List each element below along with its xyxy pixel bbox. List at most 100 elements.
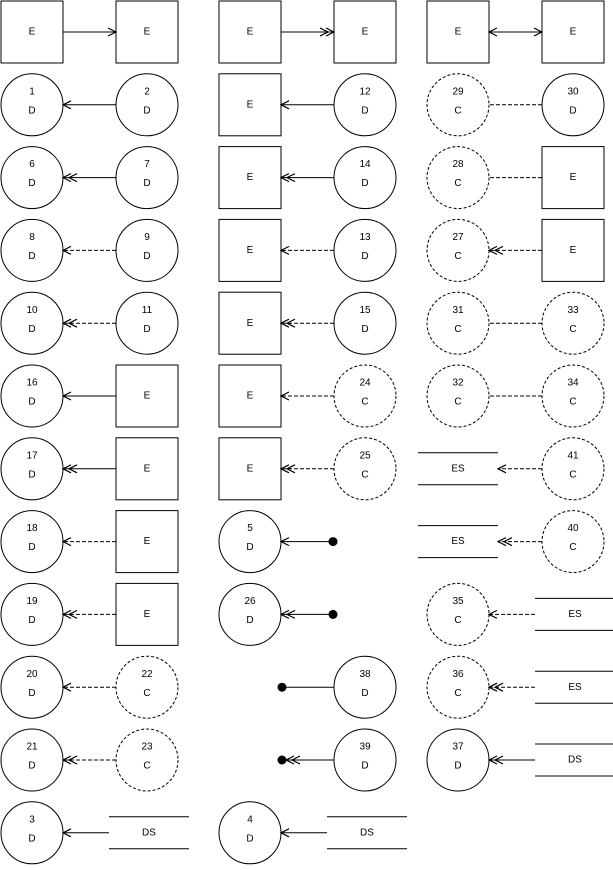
node-number: 24 (359, 378, 371, 389)
data-label: D (246, 833, 253, 844)
node-number: 29 (452, 86, 464, 97)
data-store-label: DS (142, 827, 156, 838)
entity-box (218, 0, 282, 64)
data-label: D (246, 615, 253, 626)
data-label: D (361, 688, 368, 699)
node-number: 10 (26, 305, 38, 316)
data-label: D (28, 178, 35, 189)
conditional-label: C (361, 469, 368, 480)
data-label: D (28, 761, 35, 772)
conditional-circle (426, 146, 490, 210)
data-store-label: DS (360, 827, 374, 838)
data-label: D (569, 105, 576, 116)
entity-label: E (247, 318, 254, 329)
node-number: 20 (26, 669, 38, 680)
conditional-label: C (454, 105, 461, 116)
data-store-label: DS (568, 755, 582, 766)
data-label: D (28, 542, 35, 553)
entity-box (115, 0, 179, 64)
data-label: D (28, 397, 35, 408)
entity-box (115, 582, 179, 646)
source-dot (328, 537, 338, 547)
entity-box (0, 0, 64, 64)
entity-box (333, 0, 397, 64)
data-label: D (28, 469, 35, 480)
conditional-label: C (143, 761, 150, 772)
node-number: 14 (359, 159, 371, 170)
data-label: D (454, 761, 461, 772)
entity-box (426, 0, 490, 64)
entity-label: E (247, 172, 254, 183)
external-store-label: ES (451, 536, 465, 547)
entity-box (115, 437, 179, 501)
entity-label: E (570, 172, 577, 183)
entity-label: E (144, 463, 151, 474)
conditional-label: C (361, 397, 368, 408)
entity-label: E (144, 536, 151, 547)
conditional-label: C (454, 178, 461, 189)
source-dot (328, 609, 338, 619)
node-number: 32 (452, 378, 464, 389)
conditional-label: C (454, 615, 461, 626)
node-number: 5 (247, 523, 253, 534)
entity-box (218, 437, 282, 501)
entity-label: E (247, 27, 254, 38)
conditional-label: C (569, 542, 576, 553)
node-number: 31 (452, 305, 464, 316)
data-label: D (361, 178, 368, 189)
node-number: 16 (26, 378, 38, 389)
source-dot (277, 682, 287, 692)
conditional-circle (426, 291, 490, 355)
entity-label: E (29, 27, 36, 38)
node-number: 39 (359, 742, 371, 753)
conditional-label: C (454, 688, 461, 699)
node-number: 21 (26, 742, 38, 753)
data-label: D (361, 105, 368, 116)
node-number: 36 (452, 669, 464, 680)
entity-box (541, 146, 605, 210)
conditional-circle (426, 364, 490, 428)
entity-label: E (570, 27, 577, 38)
entity-box (115, 510, 179, 574)
entity-label: E (570, 245, 577, 256)
data-label: D (28, 688, 35, 699)
entity-box (541, 0, 605, 64)
data-label: D (361, 324, 368, 335)
entity-label: E (144, 27, 151, 38)
entity-label: E (455, 27, 462, 38)
entity-label: E (144, 391, 151, 402)
entity-label: E (247, 463, 254, 474)
entity-label: E (247, 99, 254, 110)
node-number: 25 (359, 450, 371, 461)
node-number: 12 (359, 86, 371, 97)
node-number: 33 (567, 305, 579, 316)
entity-label: E (144, 609, 151, 620)
conditional-label: C (569, 397, 576, 408)
node-number: 35 (452, 596, 464, 607)
conditional-label: C (569, 469, 576, 480)
entity-box (115, 364, 179, 428)
data-label: D (143, 324, 150, 335)
source-dot (277, 755, 287, 765)
node-number: 34 (567, 378, 579, 389)
entity-box (218, 364, 282, 428)
data-label: D (28, 324, 35, 335)
node-number: 41 (567, 450, 579, 461)
external-store-label: ES (568, 682, 582, 693)
data-label: D (28, 105, 35, 116)
node-number: 26 (244, 596, 256, 607)
data-label: D (28, 615, 35, 626)
node-number: 37 (452, 742, 464, 753)
data-label: D (361, 761, 368, 772)
node-number: 22 (141, 669, 153, 680)
data-label: D (28, 251, 35, 262)
conditional-label: C (454, 324, 461, 335)
node-number: 30 (567, 86, 579, 97)
external-store-label: ES (568, 609, 582, 620)
conditional-label: C (569, 324, 576, 335)
node-number: 1 (29, 86, 35, 97)
node-number: 18 (26, 523, 38, 534)
entity-label: E (247, 391, 254, 402)
